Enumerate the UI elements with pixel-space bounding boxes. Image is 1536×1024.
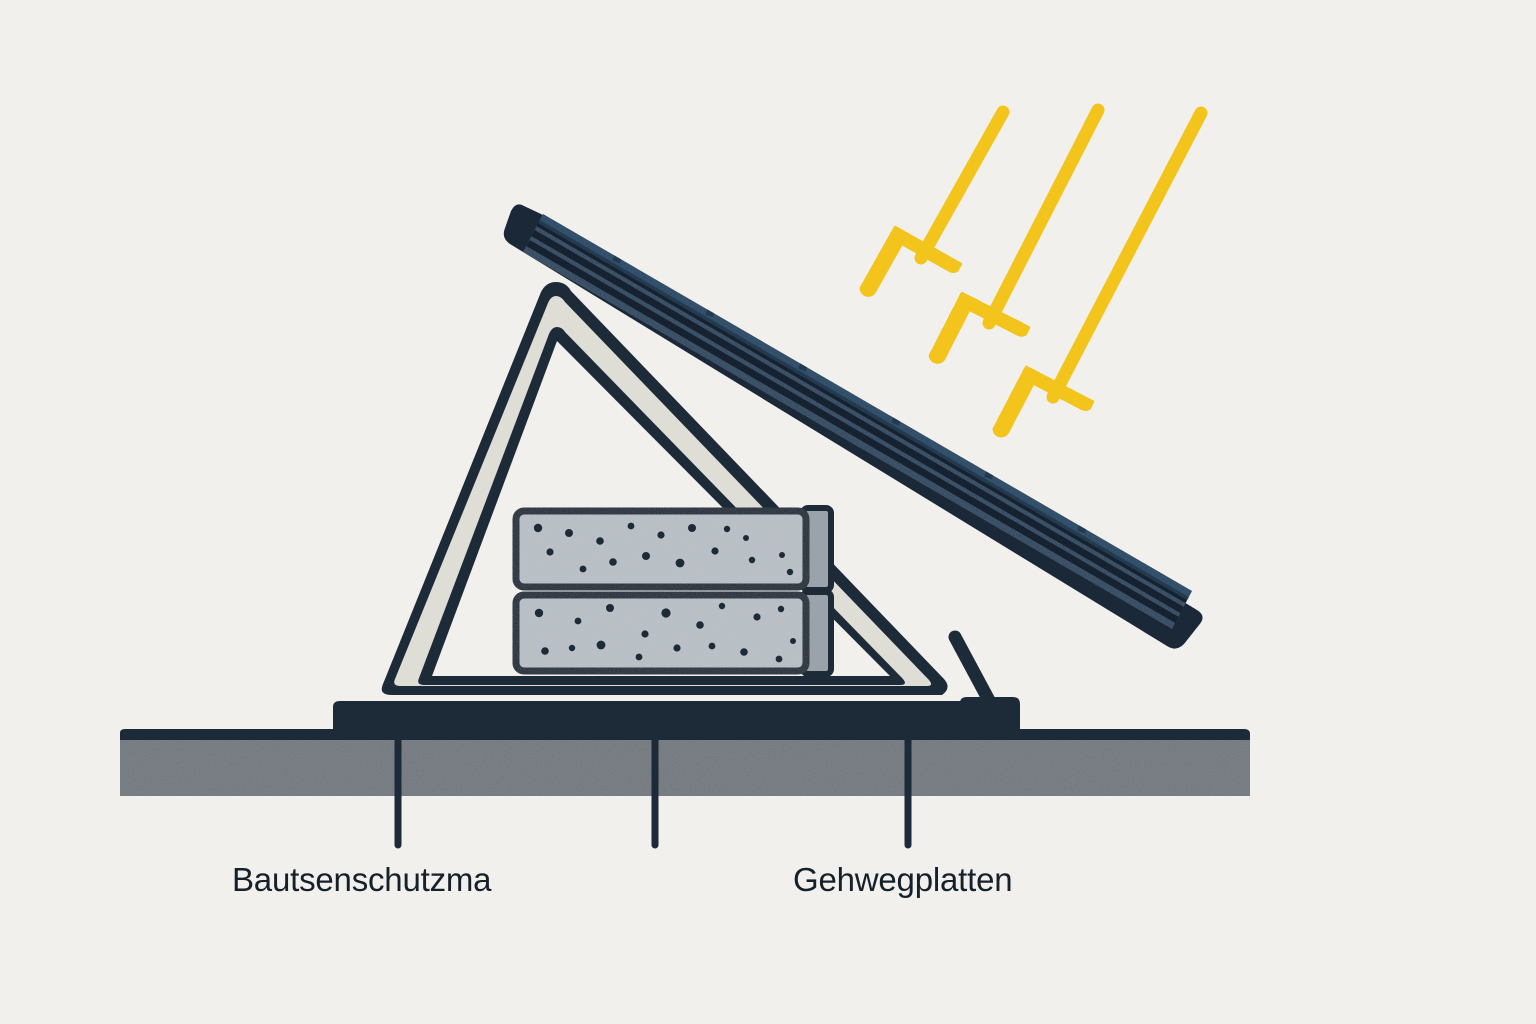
slab-upper-side-face xyxy=(806,511,828,587)
sun-ray-arrow-2 xyxy=(989,103,1105,323)
protection-mat-body xyxy=(333,701,1015,740)
panel-sheen xyxy=(538,214,1192,600)
slab-lower-speckles xyxy=(534,602,796,663)
sun-ray-arrow-3 xyxy=(1053,106,1208,397)
slab-lower-side-face xyxy=(806,595,828,671)
sun-ray-arrow-1 xyxy=(921,105,1010,258)
sun-ray-arrows xyxy=(921,103,1208,397)
callout-leader-lines xyxy=(394,718,912,849)
solar-panel xyxy=(503,204,1203,649)
protection-mat xyxy=(333,701,1015,740)
ballast-slabs xyxy=(512,505,834,677)
slab-upper-body xyxy=(512,507,810,591)
callout-label-paving-slabs: Gehwegplatten xyxy=(793,861,1013,898)
callout-label-protection-mat: Bautsenschutzma xyxy=(232,861,492,898)
slab-upper-speckles xyxy=(533,522,794,576)
rear-support-strut xyxy=(948,630,1020,740)
strut-foot xyxy=(960,697,1020,740)
ground-band xyxy=(120,740,1250,796)
slab-lower-body xyxy=(512,591,810,675)
